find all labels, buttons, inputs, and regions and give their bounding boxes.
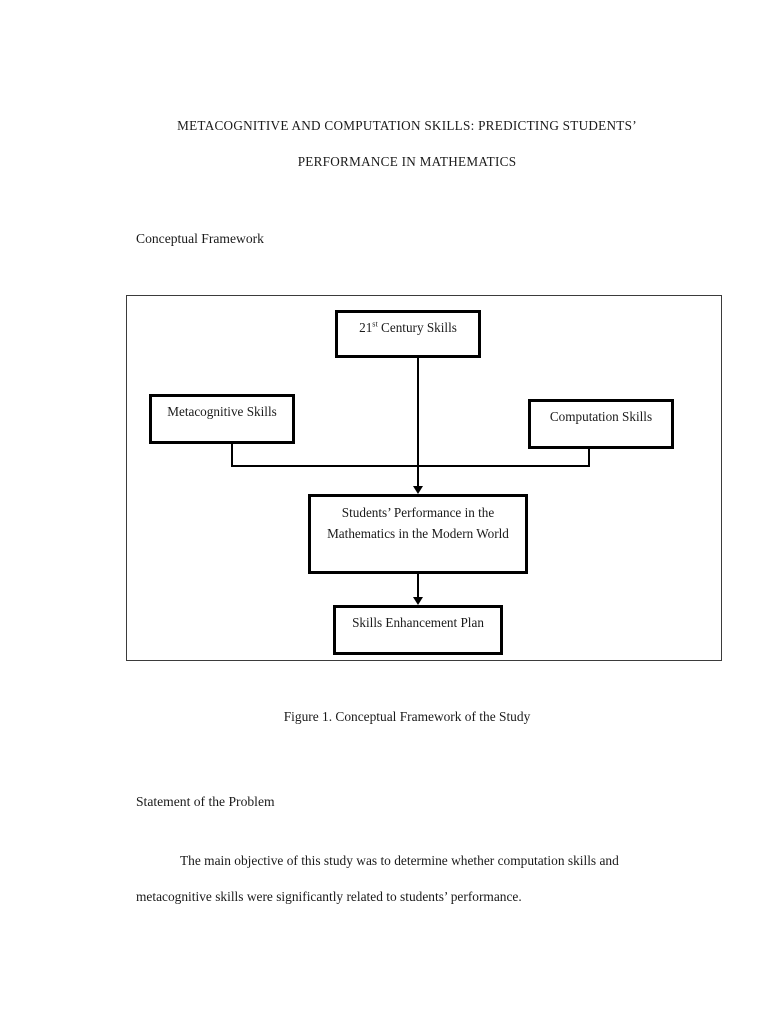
diagram-node-computation-skills: Computation Skills (528, 399, 674, 449)
diagram-node-metacognitive-skills-label: Metacognitive Skills (167, 404, 277, 419)
connector-line-center-to-plan (417, 573, 419, 598)
connector-line-horizontal-join (231, 465, 590, 467)
arrowhead-icon-to-skills-plan (413, 597, 423, 605)
node-text-superscript: st (372, 319, 378, 329)
diagram-node-computation-skills-label: Computation Skills (549, 409, 653, 424)
body-paragraph: The main objective of this study was to … (136, 853, 619, 904)
node-text-suffix: Century Skills (377, 320, 457, 335)
node-text-prefix: 21 (359, 320, 373, 335)
diagram-node-students-performance-line-2: Mathematics in the Modern World (327, 526, 509, 541)
diagram-node-21st-century-skills-label: 21st Century Skills (338, 318, 478, 338)
connector-line-computation-down (588, 448, 590, 467)
diagram-node-21st-century-skills: 21st Century Skills (335, 310, 481, 358)
page-title-line-1: METACOGNITIVE AND COMPUTATION SKILLS: PR… (177, 118, 637, 133)
diagram-node-metacognitive-skills: Metacognitive Skills (149, 394, 295, 444)
section-heading-statement-of-the-problem: Statement of the Problem (136, 794, 275, 809)
section-heading-conceptual-framework: Conceptual Framework (136, 231, 264, 246)
diagram-node-skills-enhancement-plan-label: Skills Enhancement Plan (352, 615, 484, 630)
figure-caption: Figure 1. Conceptual Framework of the St… (283, 709, 531, 724)
page-title: METACOGNITIVE AND COMPUTATION SKILLS: PR… (136, 108, 678, 180)
connector-line-metacognitive-down (231, 443, 233, 467)
diagram-node-students-performance-line-1: Students’ Performance in the (341, 505, 495, 520)
arrowhead-icon-to-performance (413, 486, 423, 494)
figure-frame: 21st Century Skills Metacognitive Skills… (126, 295, 722, 661)
diagram-node-students-performance: Students’ Performance in the Mathematics… (308, 494, 528, 574)
page-title-line-2: PERFORMANCE IN MATHEMATICS (297, 154, 517, 169)
diagram-node-skills-enhancement-plan: Skills Enhancement Plan (333, 605, 503, 655)
connector-line-top-to-center (417, 357, 419, 487)
